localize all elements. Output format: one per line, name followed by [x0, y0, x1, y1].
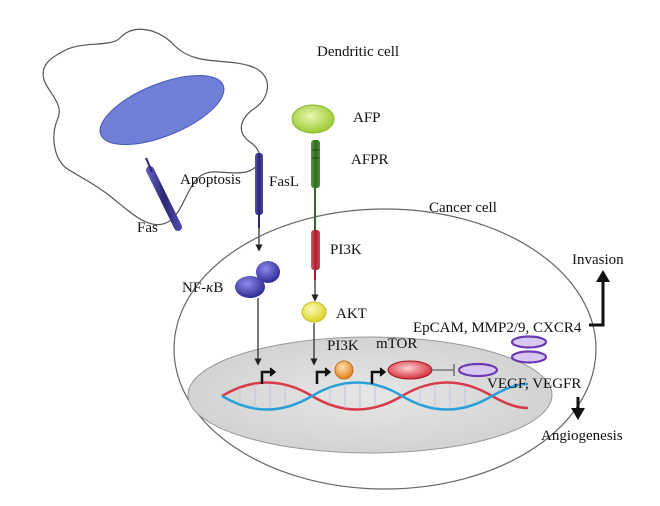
mtor-protein — [387, 360, 433, 380]
angiogenesis-arrow — [571, 397, 585, 420]
fasl-ligand — [255, 153, 263, 215]
afp-ligand — [291, 104, 335, 134]
membrane-receptor-rings — [510, 335, 548, 364]
invasion-arrow — [589, 270, 610, 327]
transcription-arrow-1 — [260, 367, 277, 384]
cancer-cell-label: Cancer cell — [429, 200, 497, 216]
pi3k-nucleus-label: PI3K — [327, 338, 359, 354]
dendritic-nucleus — [99, 74, 225, 146]
fas-receptor-stem — [145, 157, 153, 173]
afpr-label: AFPR — [351, 152, 389, 168]
cancer-nucleus — [187, 336, 553, 454]
dendritic-cell-membrane — [42, 28, 268, 226]
markers-label: EpCAM, MMP2/9, CXCR4 — [413, 320, 582, 336]
afpr-receptor — [311, 140, 320, 232]
invasion-label: Invasion — [572, 252, 624, 268]
dendritic-cell-label: Dendritic cell — [317, 44, 399, 60]
afp-label: AFP — [353, 110, 381, 126]
vegf-label: VEGF, VEGFR — [487, 376, 581, 392]
apoptosis-label: Apoptosis — [180, 172, 241, 188]
transcription-arrow-2 — [315, 367, 332, 384]
angiogenesis-label: Angiogenesis — [541, 428, 623, 444]
transcription-arrow-3 — [370, 367, 387, 384]
nfkb-label: NF-κB — [182, 280, 223, 296]
cancer-cell-membrane — [173, 208, 597, 490]
fas-label: Fas — [137, 220, 158, 236]
fasl-label: FasL — [269, 174, 299, 190]
pi3k-receptor-label: PI3K — [330, 242, 362, 258]
mtor-label: mTOR — [376, 336, 417, 352]
akt-label: AKT — [336, 306, 367, 322]
vegf-ring-nucleus — [457, 362, 499, 378]
pi3k-receptor-bar — [311, 230, 320, 270]
akt-protein — [301, 301, 327, 323]
pi3k-nuclear-protein — [334, 360, 354, 380]
dna-helix — [221, 381, 529, 411]
fas-receptor — [146, 166, 182, 231]
nfkb-complex — [235, 261, 280, 298]
